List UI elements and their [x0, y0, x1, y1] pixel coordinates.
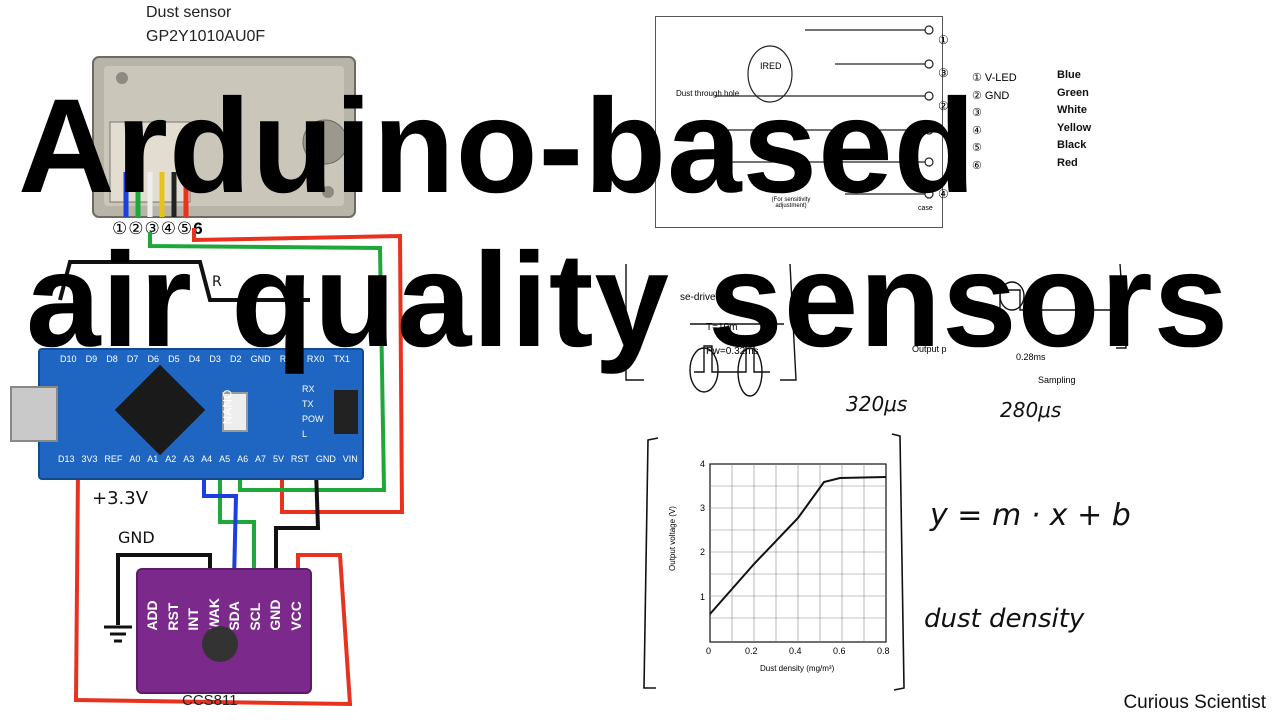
graph-ytick-2: 2	[700, 547, 706, 557]
terminal-labels: ① ③ ②	[938, 33, 949, 113]
voltage-curve	[709, 476, 887, 615]
hand-320us: 320μs	[846, 392, 908, 416]
case-label: case	[918, 205, 933, 212]
title-line-1: Arduino-based	[18, 72, 977, 221]
graph-xtick-0: 0	[706, 646, 712, 656]
wire-color-list: Blue Green White Yellow Black Red	[1057, 69, 1092, 169]
graph-grid	[710, 464, 886, 642]
output-voltage-graph	[643, 433, 905, 691]
sensor-pin-labels: ①②③④⑤6	[112, 219, 204, 238]
graph-ytick-3: 3	[700, 503, 706, 513]
graph-xtick-3: 0.6	[833, 646, 846, 656]
timing-diagram	[625, 263, 1127, 397]
graph-ytick-4: 4	[700, 459, 706, 469]
circuit-lines	[715, 25, 934, 199]
pin-list: ① V-LED ② GND ③ ④ ⑤ ⑥	[972, 72, 1017, 172]
rs-label: Rs	[776, 185, 787, 195]
formula: y = m · x + b	[930, 498, 1131, 533]
graph-ytick-1: 1	[700, 592, 706, 602]
timing-output-pulse: Output p	[912, 344, 947, 354]
icsp-header	[334, 390, 358, 434]
dust-sensor-photo	[92, 56, 356, 218]
circuit-diagram: IRED Dust through hole Rs (For sensitivi…	[655, 16, 943, 228]
graph-xtick-4: 0.8	[877, 646, 890, 656]
graph-xtick-1: 0.2	[745, 646, 758, 656]
sensor-wires	[123, 172, 189, 217]
sensor-name: Dust sensor	[146, 4, 232, 21]
board-label: NANO	[220, 389, 235, 425]
wire-red-left	[73, 469, 353, 707]
wire-blue	[202, 470, 239, 581]
dust-hole-label: Dust through hole	[676, 89, 740, 98]
wiring-diagram	[58, 228, 405, 707]
timing-period: T=10m	[706, 322, 738, 333]
wire-black-r	[58, 260, 310, 302]
wire-red-main	[192, 228, 405, 514]
ccs811-label: CCS811	[182, 692, 238, 709]
annotation-gnd: GND	[118, 528, 155, 547]
usb-connector	[10, 386, 58, 442]
ired-label: IRED	[760, 61, 782, 71]
wire-black-ccs-gnd	[116, 553, 212, 625]
reset-button[interactable]	[222, 392, 248, 432]
ccs811-board: ADD RST INT WAK SDA SCL GND VCC	[136, 568, 312, 694]
terminal-label-4: ④	[938, 187, 949, 201]
hand-dust-density: dust density	[924, 604, 1085, 634]
title-line-2: air quality sensors	[26, 226, 1230, 375]
graph-xtick-2: 0.4	[789, 646, 802, 656]
timing-left-note: se-driven w	[680, 292, 732, 303]
mcu-chip	[114, 364, 206, 456]
graph-xlabel: Dust density (mg/m³)	[760, 664, 835, 673]
rs-note: (For sensitivity adjustment)	[771, 197, 811, 209]
wire-black-gnd	[274, 469, 321, 580]
ccs811-chip	[202, 626, 238, 662]
channel-name: Curious Scientist	[1123, 692, 1266, 713]
graph-ylabel: Output voltage (V)	[667, 506, 677, 571]
timing-sampling: Sampling	[1038, 375, 1076, 385]
timing-pw: Pw=0.32ms	[706, 346, 759, 357]
wire-green-main	[148, 232, 387, 492]
sensor-model: GP2Y1010AU0F	[146, 28, 266, 45]
annotation-3v3: +3.3V	[92, 488, 149, 509]
timing-sample-width: 0.28ms	[1016, 352, 1046, 362]
hand-280us: 280μs	[1000, 398, 1062, 422]
annotation-r: R	[212, 274, 222, 290]
